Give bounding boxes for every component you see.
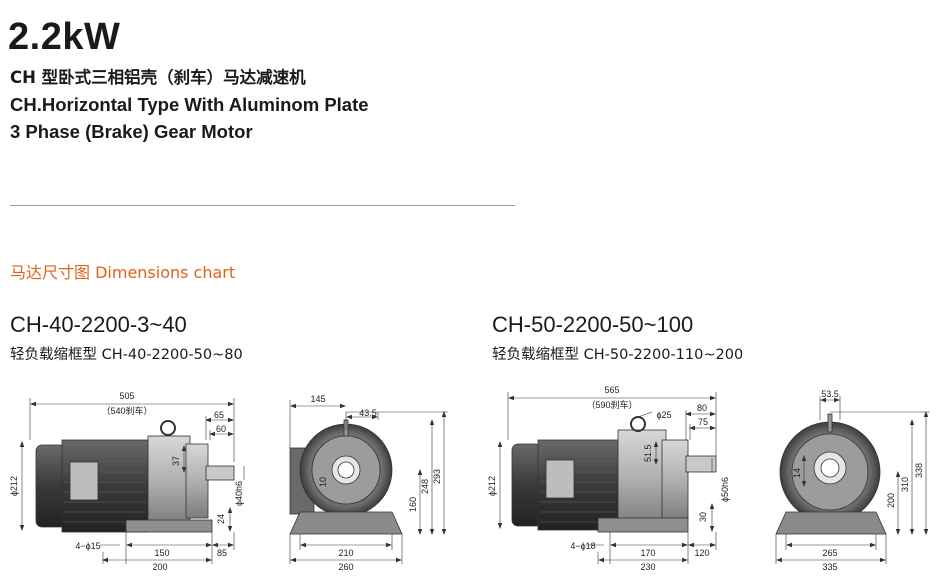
dim-160: 160 bbox=[408, 497, 418, 512]
dim-holes-15: 4−ϕ15 bbox=[75, 541, 100, 551]
dim-248: 248 bbox=[420, 479, 430, 494]
right-side-view bbox=[511, 416, 717, 533]
dim-338: 338 bbox=[914, 463, 924, 478]
left-light-load-line: 轻负载缩框型 CH-40-2200-50~80 bbox=[10, 343, 243, 364]
right-light-load-line: 轻负载缩框型 CH-50-2200-110~200 bbox=[492, 343, 743, 364]
left-front-view bbox=[289, 419, 403, 535]
left-side-dimensions bbox=[19, 398, 245, 564]
left-front-labels: 145 43.5 10 160 248 293 210 260 bbox=[310, 394, 442, 572]
dim-75: 75 bbox=[698, 417, 708, 427]
dim-phi25: ϕ25 bbox=[656, 410, 671, 420]
power-rating: 2.2kW bbox=[8, 16, 121, 58]
dim-293: 293 bbox=[432, 469, 442, 484]
dim-590-brake: （590刹车） bbox=[586, 399, 637, 410]
dim-phi50h6: ϕ50h6 bbox=[720, 477, 730, 502]
dim-holes-18: 4−ϕ18 bbox=[570, 541, 595, 551]
dim-80: 80 bbox=[697, 403, 707, 413]
dim-335: 335 bbox=[822, 562, 837, 572]
dim-60: 60 bbox=[216, 424, 226, 434]
right-front-view bbox=[775, 413, 887, 535]
dimensions-chart-label: 马达尺寸图 Dimensions chart bbox=[10, 263, 236, 282]
dim-10: 10 bbox=[318, 477, 328, 487]
dim-43-5: 43.5 bbox=[359, 408, 377, 418]
dim-phi40h6: ϕ40h6 bbox=[234, 481, 244, 506]
dim-505: 505 bbox=[119, 391, 134, 401]
dim-210: 210 bbox=[338, 548, 353, 558]
dim-260: 260 bbox=[338, 562, 353, 572]
dim-565: 565 bbox=[604, 385, 619, 395]
dim-265: 265 bbox=[822, 548, 837, 558]
dim-30: 30 bbox=[698, 512, 708, 522]
dim-phi212: ϕ212 bbox=[9, 476, 19, 496]
dim-200-right: 200 bbox=[886, 493, 896, 508]
dim-170: 170 bbox=[640, 548, 655, 558]
dim-85: 85 bbox=[217, 548, 227, 558]
dim-phi212-right: ϕ212 bbox=[487, 476, 497, 496]
left-front-dimensions bbox=[289, 400, 448, 564]
dim-37: 37 bbox=[171, 456, 181, 466]
dim-310: 310 bbox=[900, 477, 910, 492]
title-english-line2: 3 Phase (Brake) Gear Motor bbox=[10, 121, 253, 142]
dim-120: 120 bbox=[694, 548, 709, 558]
dim-150: 150 bbox=[154, 548, 169, 558]
right-model-name: CH-50-2200-50~100 bbox=[492, 312, 694, 337]
dim-51-5: 51.5 bbox=[643, 444, 653, 462]
right-side-labels: 565 （590刹车） ϕ25 80 75 51.5 ϕ212 ϕ50h6 30… bbox=[487, 385, 730, 572]
right-front-dimensions bbox=[775, 396, 930, 564]
left-light-load-model: CH-40-2200-50~80 bbox=[101, 347, 243, 363]
dim-14: 14 bbox=[792, 468, 802, 478]
dim-200: 200 bbox=[152, 562, 167, 572]
left-side-labels: 505 （540刹车） 65 60 37 ϕ212 ϕ40h6 24 4−ϕ15… bbox=[9, 391, 244, 572]
right-front-labels: 53.5 14 200 310 338 265 335 bbox=[792, 389, 924, 572]
left-light-load-prefix: 轻负载缩框型 bbox=[10, 347, 97, 363]
title-english-line1: CH.Horizontal Type With Aluminom Plate bbox=[10, 94, 369, 115]
dim-24: 24 bbox=[216, 514, 226, 524]
divider bbox=[10, 205, 515, 206]
dim-53-5: 53.5 bbox=[821, 389, 839, 399]
right-side-dimensions bbox=[497, 392, 717, 564]
left-model-name: CH-40-2200-3~40 bbox=[10, 312, 187, 337]
left-side-view bbox=[35, 420, 235, 533]
right-light-load-prefix: 轻负载缩框型 bbox=[492, 347, 579, 363]
title-chinese: CH 型卧式三相铝壳（刹车）马达减速机 bbox=[10, 68, 306, 87]
dim-145: 145 bbox=[310, 394, 325, 404]
dim-65: 65 bbox=[214, 410, 224, 420]
right-light-load-model: CH-50-2200-110~200 bbox=[583, 347, 744, 363]
dim-230: 230 bbox=[640, 562, 655, 572]
dim-540-brake: （540刹车） bbox=[101, 405, 152, 416]
